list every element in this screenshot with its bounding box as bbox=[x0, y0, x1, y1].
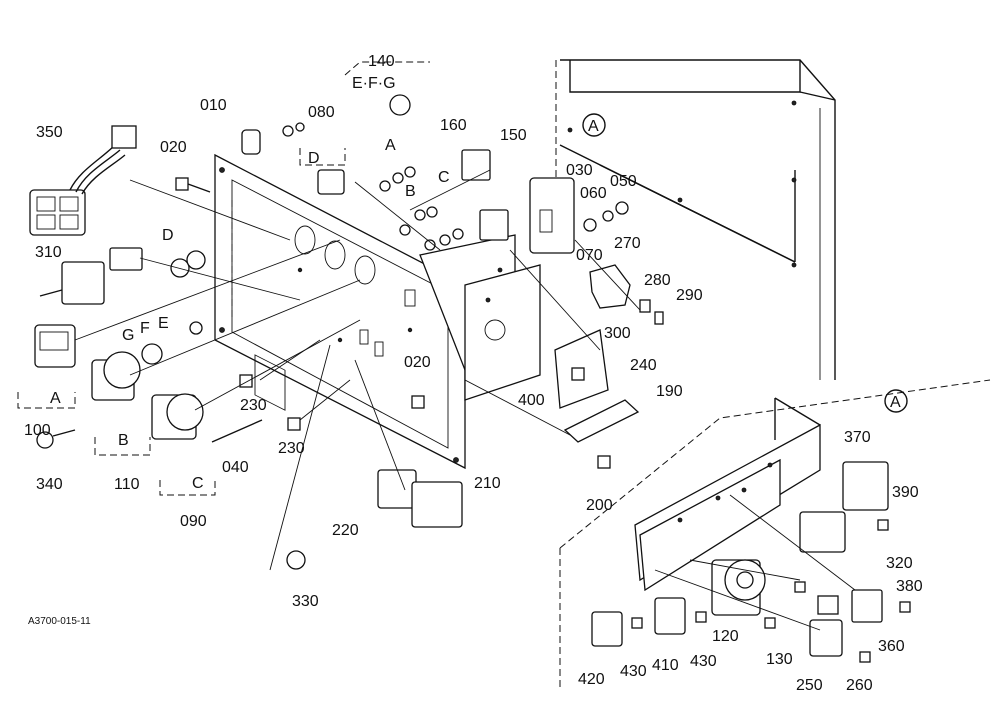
label-430-a: 430 bbox=[620, 663, 647, 680]
label-060: 060 bbox=[580, 185, 607, 202]
label-230-a: 230 bbox=[240, 397, 267, 414]
label-d-left: D bbox=[162, 227, 174, 244]
label-270: 270 bbox=[614, 235, 641, 252]
label-350: 350 bbox=[36, 124, 63, 141]
label-420: 420 bbox=[578, 671, 605, 688]
label-330: 330 bbox=[292, 593, 319, 610]
label-130: 130 bbox=[766, 651, 793, 668]
label-020-mid: 020 bbox=[404, 354, 431, 371]
label-d-top: D bbox=[308, 150, 320, 167]
label-070: 070 bbox=[576, 247, 603, 264]
detail-a bbox=[559, 379, 991, 690]
group-brackets bbox=[17, 61, 430, 496]
label-efg: E·F·G bbox=[352, 75, 396, 92]
label-g: G bbox=[122, 327, 134, 344]
label-300: 300 bbox=[604, 325, 631, 342]
label-160: 160 bbox=[440, 117, 467, 134]
label-140: 140 bbox=[368, 53, 395, 70]
callout-marker-detail: A bbox=[890, 394, 901, 411]
label-340: 340 bbox=[36, 476, 63, 493]
label-430-b: 430 bbox=[690, 653, 717, 670]
label-e: E bbox=[158, 315, 169, 332]
label-040: 040 bbox=[222, 459, 249, 476]
parts bbox=[29, 94, 664, 571]
callout-marker-top: A bbox=[588, 118, 599, 135]
part-labels: 350 020 010 080 140 E·F·G 160 150 D A B … bbox=[24, 53, 923, 694]
label-280: 280 bbox=[644, 272, 671, 289]
label-290: 290 bbox=[676, 287, 703, 304]
main-panel bbox=[214, 153, 466, 470]
label-390: 390 bbox=[892, 484, 919, 501]
label-f: F bbox=[140, 320, 150, 337]
label-230-b: 230 bbox=[278, 440, 305, 457]
label-b-group: B bbox=[118, 432, 129, 449]
label-410: 410 bbox=[652, 657, 679, 674]
label-210: 210 bbox=[474, 475, 501, 492]
label-380: 380 bbox=[896, 578, 923, 595]
diagram-reference-code: A3700-015-11 bbox=[28, 616, 91, 627]
label-120: 120 bbox=[712, 628, 739, 645]
label-320: 320 bbox=[886, 555, 913, 572]
label-090: 090 bbox=[180, 513, 207, 530]
label-190: 190 bbox=[656, 383, 683, 400]
label-260: 260 bbox=[846, 677, 873, 694]
label-100: 100 bbox=[24, 422, 51, 439]
label-080: 080 bbox=[308, 104, 335, 121]
label-030: 030 bbox=[566, 162, 593, 179]
callout-circle-top bbox=[582, 113, 606, 137]
label-360: 360 bbox=[878, 638, 905, 655]
label-400: 400 bbox=[518, 392, 545, 409]
label-020-top: 020 bbox=[160, 139, 187, 156]
label-240: 240 bbox=[630, 357, 657, 374]
label-370: 370 bbox=[844, 429, 871, 446]
label-050: 050 bbox=[610, 173, 637, 190]
callout-circle-detail bbox=[884, 389, 908, 413]
label-110: 110 bbox=[114, 476, 140, 493]
label-010: 010 bbox=[200, 97, 227, 114]
label-250: 250 bbox=[796, 677, 823, 694]
label-b-top: B bbox=[405, 183, 416, 200]
label-a-group: A bbox=[50, 390, 61, 407]
label-200: 200 bbox=[586, 497, 613, 514]
chassis-bracket bbox=[419, 234, 541, 401]
label-c-top: C bbox=[438, 169, 450, 186]
label-a-top: A bbox=[385, 137, 396, 154]
label-220: 220 bbox=[332, 522, 359, 539]
label-c-group: C bbox=[192, 475, 204, 492]
label-150: 150 bbox=[500, 127, 527, 144]
label-310: 310 bbox=[35, 244, 62, 261]
